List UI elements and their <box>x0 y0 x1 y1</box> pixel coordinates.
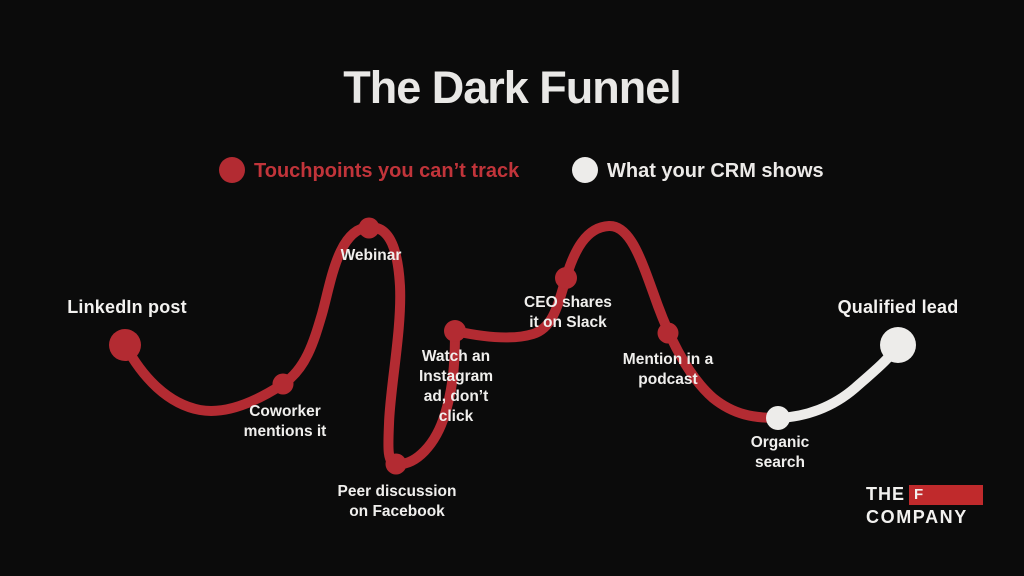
node-label-webinar: Webinar <box>340 247 402 264</box>
node-label-organic: Organic search <box>750 434 810 471</box>
logo-row-top: THE F <box>866 484 983 505</box>
node-label-instagram: Watch an Instagram ad, don’t click <box>418 348 494 425</box>
logo-red-flag-icon: F <box>909 484 983 505</box>
legend-tracked-dot-icon <box>572 157 598 183</box>
logo-word-the: THE <box>866 484 905 504</box>
legend-tracked-label: What your CRM shows <box>607 160 824 182</box>
node-dot-instagram <box>444 320 466 342</box>
legend-untracked-dot-icon <box>219 157 245 183</box>
legend-untracked-label: Touchpoints you can’t track <box>254 160 520 182</box>
page-title: The Dark Funnel <box>343 62 682 113</box>
node-label-qualified: Qualified lead <box>837 297 959 317</box>
node-label-linkedin: LinkedIn post <box>67 297 187 317</box>
node-label-podcast: Mention in a podcast <box>622 351 714 388</box>
tracked-journey-path <box>773 341 903 423</box>
logo-letter-f: F <box>914 485 924 503</box>
node-dot-linkedin <box>109 329 141 361</box>
node-dot-ceo <box>555 267 577 289</box>
untracked-journey-path <box>120 221 783 470</box>
node-dot-peer <box>385 453 407 475</box>
logo-word-company: COMPANY <box>866 507 968 527</box>
node-dot-coworker <box>272 373 294 395</box>
node-label-peer: Peer discussion on Facebook <box>337 483 457 520</box>
node-dot-organic <box>766 406 790 430</box>
node-dot-webinar <box>358 217 380 239</box>
node-label-ceo: CEO shares it on Slack <box>524 294 612 331</box>
company-logo: THE F COMPANY <box>866 484 983 528</box>
node-dot-podcast <box>657 322 679 344</box>
node-dot-qualified <box>880 327 916 363</box>
node-label-coworker: Coworker mentions it <box>243 403 327 440</box>
